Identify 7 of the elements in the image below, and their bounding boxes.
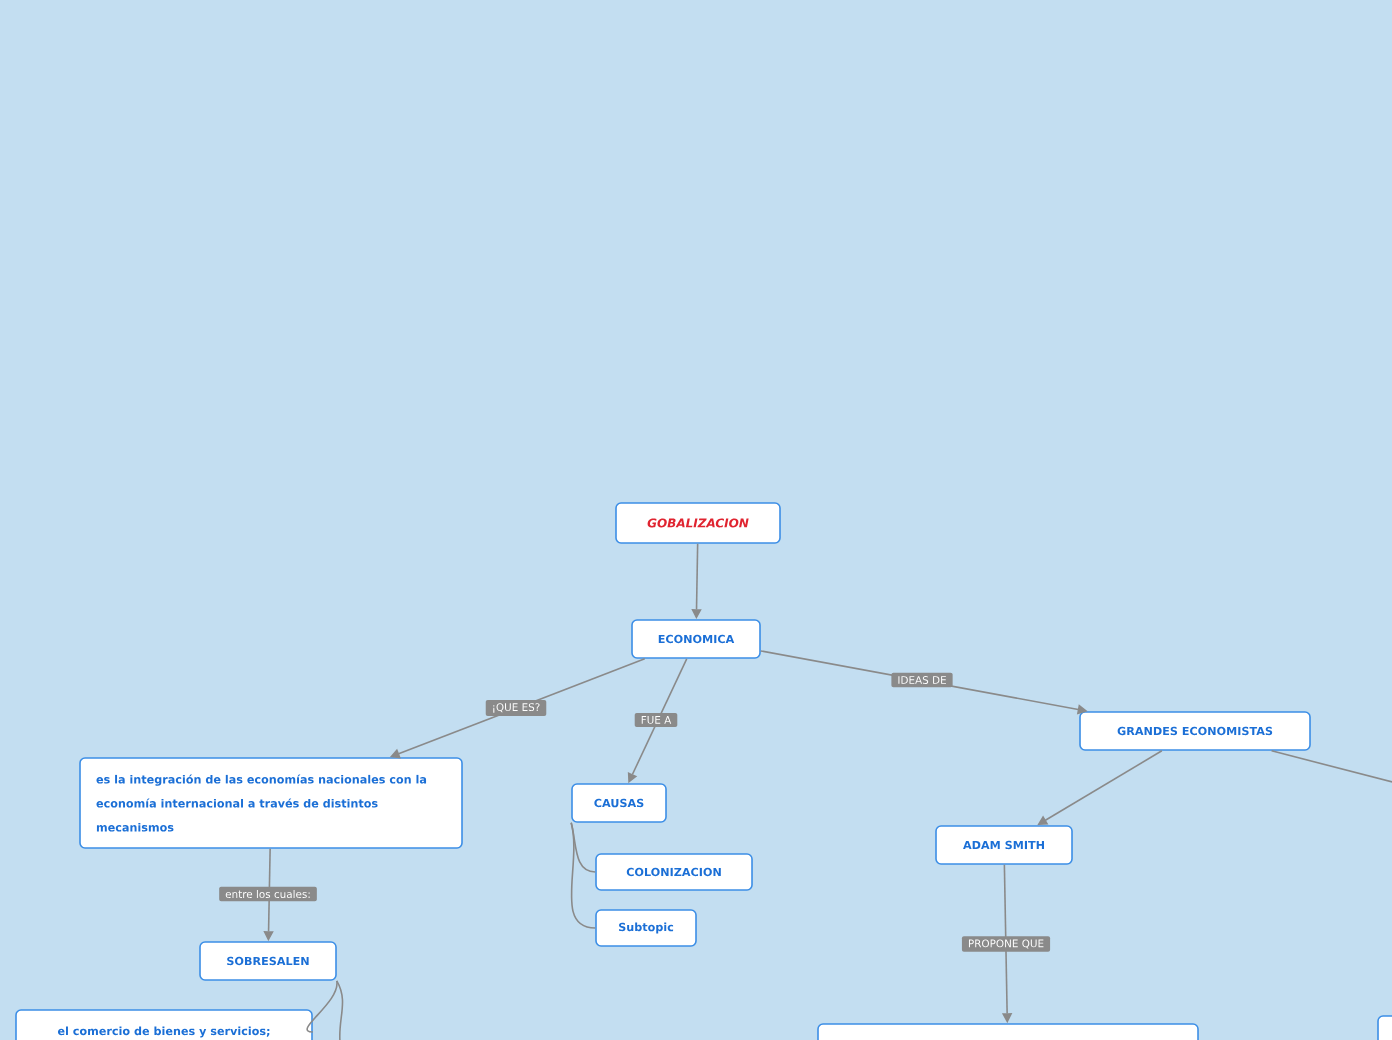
topic-box — [1377, 1015, 1392, 1040]
arrow — [1037, 750, 1163, 826]
connector-line — [570, 822, 596, 929]
connector-line — [1270, 750, 1392, 785]
connector-line — [306, 980, 338, 1033]
connector-line — [336, 980, 344, 1040]
topic-box — [817, 1023, 1199, 1040]
